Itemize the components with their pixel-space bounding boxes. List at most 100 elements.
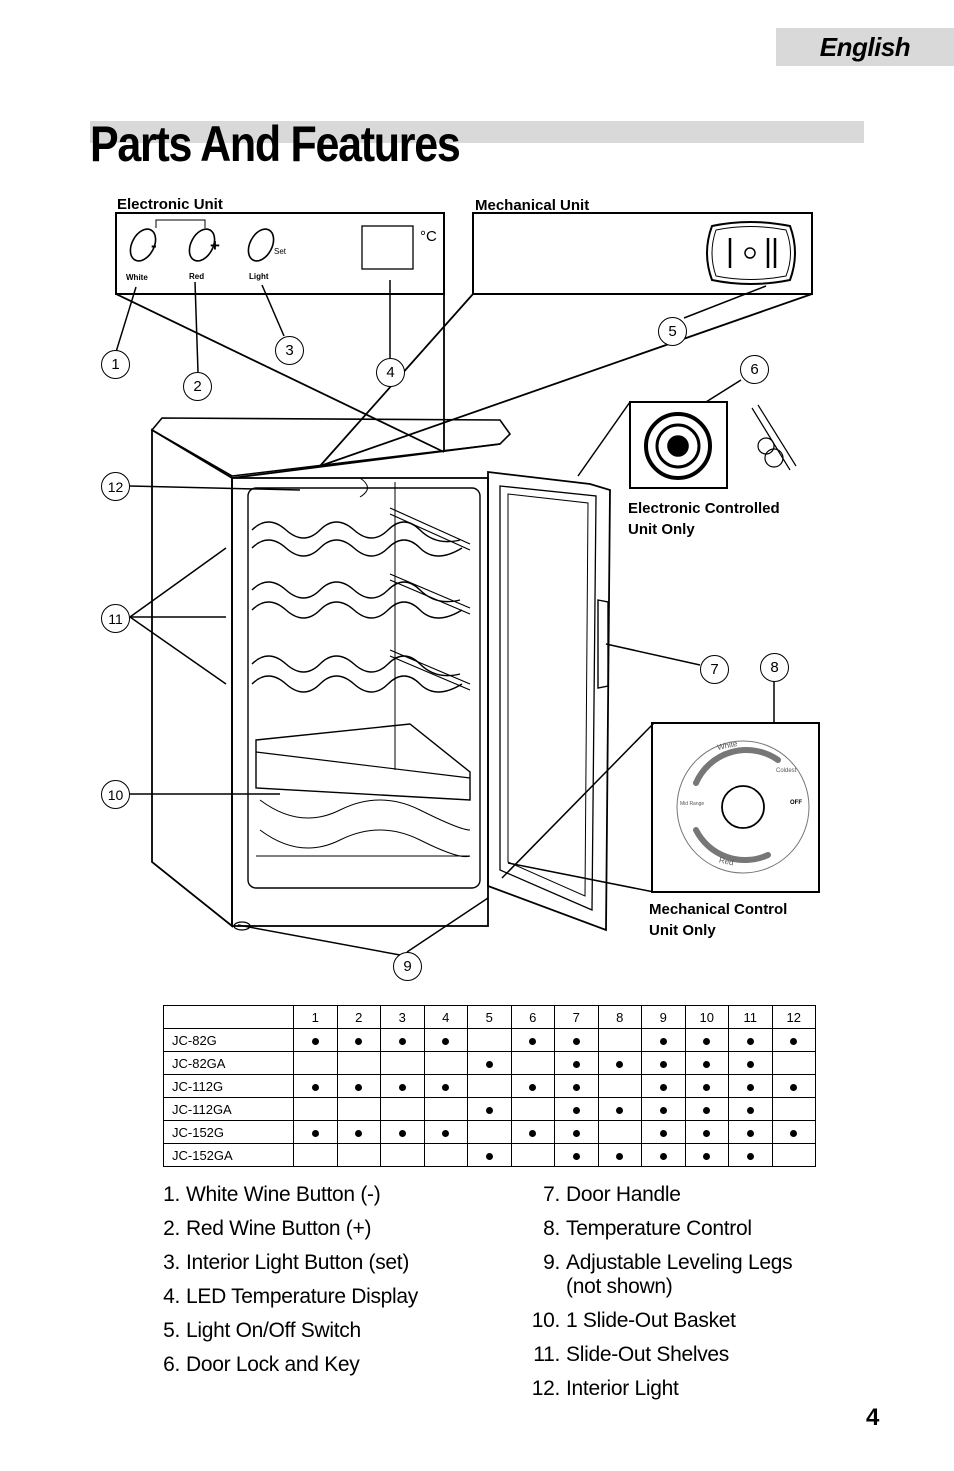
dial-off-label: OFF [790, 800, 802, 806]
list-item-text: Interior Light [566, 1377, 679, 1400]
feature-dot [485, 1152, 493, 1160]
feature-cell [771, 1074, 816, 1098]
feature-cell [380, 1028, 425, 1052]
electronic-lock-label: Electronic Controlled Unit Only [628, 500, 780, 538]
feature-cell [771, 1120, 816, 1144]
mechanical-control-label: Mechanical Control Unit Only [649, 901, 788, 939]
page-title: Parts And Features [90, 116, 461, 172]
feature-cell [597, 1120, 642, 1144]
feature-cell [293, 1028, 338, 1052]
callout-10: 10 [101, 780, 130, 809]
column-header: 1 [293, 1005, 338, 1029]
column-header: 11 [728, 1005, 773, 1029]
feature-cell [728, 1143, 773, 1167]
feature-cell [641, 1120, 686, 1144]
feature-dot [311, 1037, 319, 1045]
list-item: (not shown) [528, 1270, 792, 1304]
feature-dot [746, 1083, 754, 1091]
feature-dot [442, 1037, 450, 1045]
feature-dot [659, 1083, 667, 1091]
feature-cell [423, 1120, 468, 1144]
list-item-text: Light On/Off Switch [186, 1319, 361, 1342]
feature-dot [703, 1037, 711, 1045]
feature-cell [771, 1097, 816, 1121]
list-item: 10.1 Slide-Out Basket [528, 1304, 792, 1338]
feature-dot [659, 1106, 667, 1114]
feature-dot [529, 1037, 537, 1045]
dial-mid-range-label: Mid Range [680, 801, 705, 807]
white-button-label: White [126, 273, 148, 282]
feature-cell [684, 1097, 729, 1121]
feature-cell [728, 1051, 773, 1075]
feature-dot [572, 1106, 580, 1114]
feature-dot [572, 1037, 580, 1045]
feature-cell [597, 1028, 642, 1052]
feature-cell [771, 1143, 816, 1167]
feature-cell [467, 1097, 512, 1121]
model-name-cell: JC-112G [163, 1074, 294, 1098]
red-button-label: Red [189, 272, 205, 281]
list-item-number: 9. [543, 1251, 560, 1274]
feature-cell [728, 1097, 773, 1121]
list-item-text: LED Temperature Display [186, 1285, 418, 1308]
feature-dot [703, 1060, 711, 1068]
list-item-text: Slide-Out Shelves [566, 1343, 729, 1366]
feature-cell [423, 1028, 468, 1052]
feature-cell [684, 1051, 729, 1075]
feature-cell [380, 1074, 425, 1098]
callout-7: 7 [700, 655, 729, 684]
model-name-cell: JC-152G [163, 1120, 294, 1144]
feature-cell [336, 1028, 381, 1052]
language-tab: English [776, 28, 954, 66]
model-name-cell: JC-82GA [163, 1051, 294, 1075]
feature-cell [380, 1097, 425, 1121]
list-item-number: 8. [543, 1217, 560, 1240]
feature-cell [336, 1051, 381, 1075]
feature-dot [746, 1060, 754, 1068]
feature-cell [554, 1143, 599, 1167]
feature-cell [554, 1097, 599, 1121]
feature-cell [554, 1051, 599, 1075]
feature-dot [746, 1129, 754, 1137]
feature-dot [703, 1083, 711, 1091]
feature-cell [728, 1028, 773, 1052]
feature-cell [380, 1120, 425, 1144]
list-item: 6.Door Lock and Key [160, 1348, 418, 1382]
list-item: 11. Slide-Out Shelves [528, 1338, 792, 1372]
feature-cell [467, 1074, 512, 1098]
feature-cell [728, 1074, 773, 1098]
feature-dot [398, 1129, 406, 1137]
celsius-label: °C [420, 228, 437, 245]
column-header: 2 [336, 1005, 381, 1029]
feature-cell [684, 1143, 729, 1167]
list-item-text: Interior Light Button (set) [186, 1251, 410, 1274]
list-item-number [528, 1270, 560, 1304]
mechanical-unit-label: Mechanical Unit [475, 197, 590, 214]
list-item-number: 3. [163, 1251, 180, 1274]
table-row: JC-82G [163, 1028, 816, 1052]
table-row: JC-152G [163, 1120, 816, 1144]
feature-dot [442, 1129, 450, 1137]
list-item-number: 7. [543, 1183, 560, 1206]
feature-cell [554, 1074, 599, 1098]
parts-list-left: 1.White Wine Button (-)2.Red Wine Button… [160, 1178, 418, 1382]
dial-inset [501, 722, 820, 893]
list-item: 9.Adjustable Leveling Legs [528, 1246, 793, 1280]
feature-dot [790, 1037, 798, 1045]
callout-5: 5 [658, 317, 687, 346]
feature-dot [572, 1129, 580, 1137]
list-item-text: Red Wine Button (+) [186, 1217, 372, 1240]
feature-dot [355, 1129, 363, 1137]
feature-dot [398, 1037, 406, 1045]
feature-dot [529, 1129, 537, 1137]
list-item-number: 11. [533, 1343, 560, 1366]
feature-cell [641, 1143, 686, 1167]
feature-dot [442, 1083, 450, 1091]
list-item-number: 1. [163, 1183, 180, 1206]
column-header: 4 [423, 1005, 468, 1029]
callout-3: 3 [275, 336, 304, 365]
column-header: 3 [380, 1005, 425, 1029]
feature-dot [703, 1106, 711, 1114]
callout-9: 9 [393, 952, 422, 981]
